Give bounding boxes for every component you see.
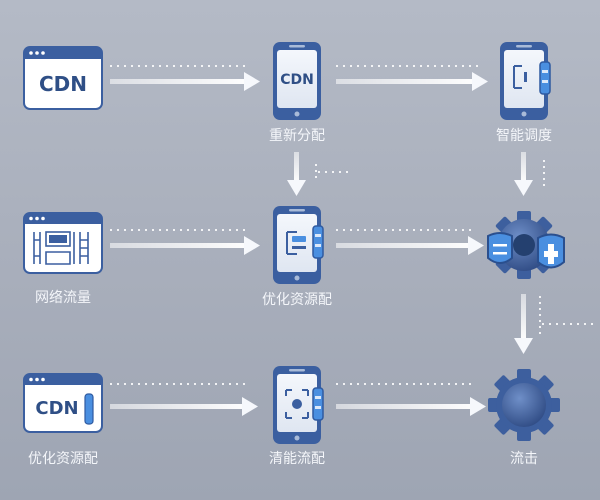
arrow-phone-top-to-phone-right	[336, 65, 488, 91]
network-window	[23, 212, 103, 274]
arrow-phone-bottom-to-gear	[336, 383, 486, 416]
phone-top: CDN	[273, 42, 321, 120]
phone-mid	[273, 206, 324, 284]
label-gear-bottom: 流击	[510, 451, 538, 467]
phone-top-text: CDN	[280, 72, 314, 88]
shield-icon-left	[487, 232, 513, 264]
arrow-phone-top-down	[287, 152, 350, 196]
label-phone-right-top: 智能调度	[496, 128, 552, 144]
arrow-cdn-bottom-to-phone-bottom	[110, 383, 258, 416]
cdn-window-top: CDN	[23, 46, 103, 110]
label-network: 网络流量	[35, 290, 91, 306]
cdn-window-bottom: CDN	[23, 373, 103, 433]
label-phone-bottom: 清能流配	[269, 451, 325, 467]
arrow-gears-down	[514, 294, 596, 354]
label-cdn-bottom: 优化资源配	[28, 451, 98, 467]
gear-cluster	[487, 211, 565, 279]
cdn-window-bottom-text: CDN	[35, 398, 78, 419]
phone-bottom	[273, 366, 324, 444]
arrow-phone-mid-to-gears	[336, 229, 484, 255]
label-phone-mid: 优化资源配	[262, 292, 332, 308]
gear-icon	[488, 369, 560, 441]
shield-icon-right	[537, 233, 565, 269]
cdn-window-top-text: CDN	[39, 72, 87, 96]
phone-right-top	[500, 42, 551, 120]
arrow-cdn-to-phone-top	[110, 65, 260, 91]
arrow-phone-right-down	[514, 152, 545, 196]
arrow-network-to-phone-mid	[110, 229, 260, 255]
label-phone-top: 重新分配	[269, 128, 325, 144]
